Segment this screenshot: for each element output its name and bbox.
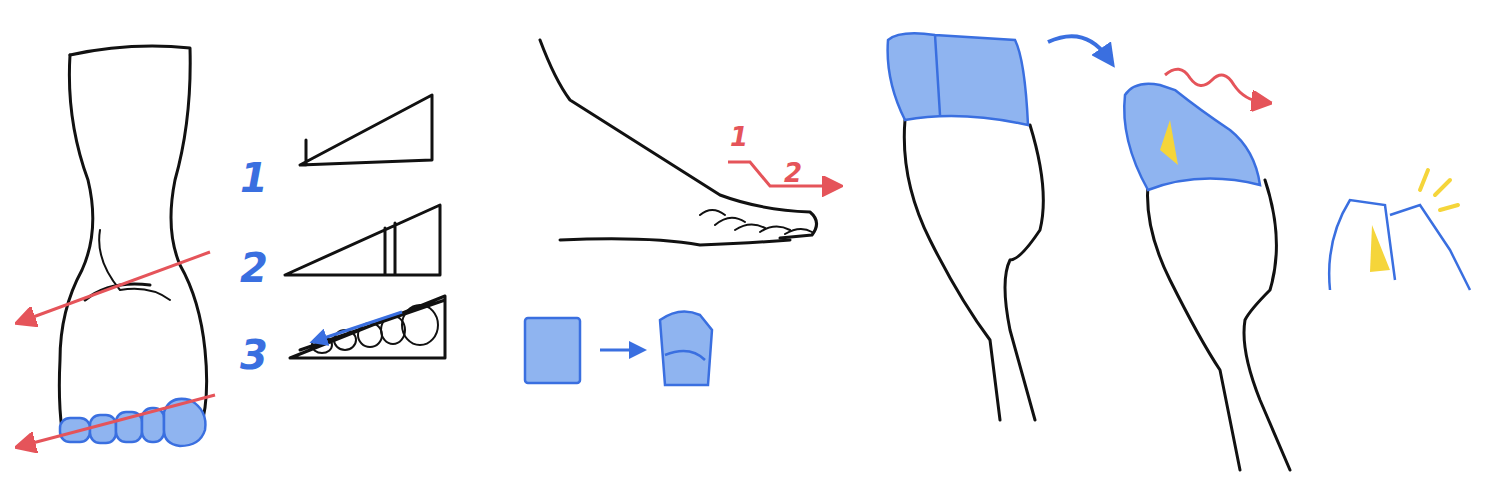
leg-outline	[59, 55, 92, 430]
wedge-shape	[300, 95, 432, 165]
side-foot	[540, 40, 817, 238]
block-shape	[525, 318, 580, 383]
shine-strokes	[1420, 170, 1458, 210]
wedge-shape	[290, 296, 445, 358]
transform-arrow	[600, 349, 638, 352]
toe-detail	[1329, 200, 1470, 290]
toe-shape	[660, 311, 712, 385]
wedge-shape	[285, 205, 440, 275]
axis-arrow	[25, 252, 210, 320]
top-foot	[1148, 170, 1291, 470]
direction-arrow	[318, 312, 402, 340]
callout-number: 1	[730, 124, 748, 150]
curve-arrow	[1048, 36, 1108, 58]
toe-gap	[1160, 120, 1178, 165]
toe-block	[1124, 84, 1260, 190]
axis-arrow	[25, 395, 215, 445]
side-foot	[560, 239, 790, 245]
callout-number: 1	[240, 158, 268, 198]
side-toes	[700, 210, 812, 234]
zigzag-arrow	[728, 162, 832, 186]
callout-number: 2	[240, 248, 268, 288]
callout-number: 3	[240, 335, 268, 375]
wavy-arrow	[1165, 69, 1262, 102]
top-foot	[904, 120, 1043, 420]
front-toes	[60, 399, 205, 446]
callout-number: 2	[784, 160, 802, 186]
toe-block	[888, 33, 1028, 125]
wedge-toes	[312, 305, 438, 353]
